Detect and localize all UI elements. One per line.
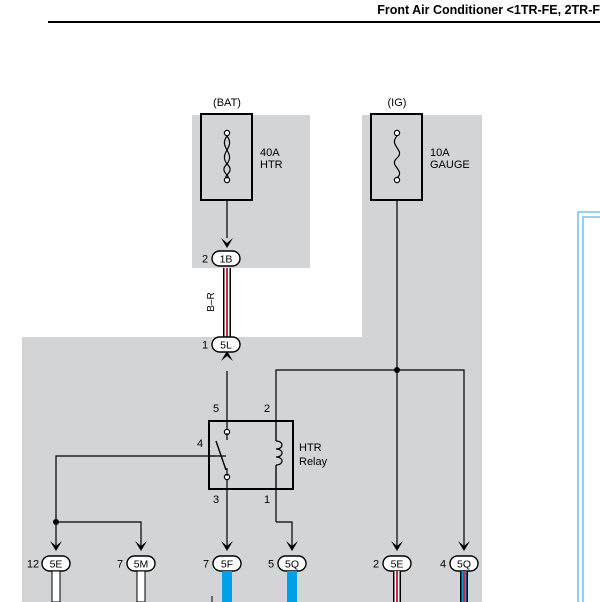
wire-b-r: B–R xyxy=(206,268,231,338)
connector-pin: 5 xyxy=(268,559,274,571)
connector-5f: 5F 7 xyxy=(203,555,242,572)
connector-pin: 4 xyxy=(440,559,446,571)
header-rule xyxy=(48,21,600,23)
relay-pin: 4 xyxy=(197,438,203,450)
connector-1b: 1B 2 xyxy=(202,250,241,267)
fuse-40a-htr: 40A HTR xyxy=(200,113,283,201)
fuse-name: HTR xyxy=(260,159,283,171)
harness-outline xyxy=(577,211,600,602)
page-title: Front Air Conditioner <1TR-FE, 2TR-F xyxy=(377,3,600,17)
connector-pin: 2 xyxy=(202,254,208,266)
fuse-name: GAUGE xyxy=(430,159,470,171)
fuse-amps: 10A xyxy=(430,147,450,159)
connector-code: 1B xyxy=(220,254,233,266)
htr-relay: HTR Relay 5 2 4 3 1 xyxy=(197,403,328,506)
wire-group xyxy=(55,200,465,548)
fuse-amps: 40A xyxy=(260,147,280,159)
junction-dot xyxy=(394,367,400,373)
connector-pin: 7 xyxy=(117,559,123,571)
connector-code: 5L xyxy=(220,340,232,352)
connector-code: 5F xyxy=(221,559,233,571)
relay-pin: 2 xyxy=(264,403,270,415)
connector-code: 5M xyxy=(134,559,149,571)
relay-pin: 1 xyxy=(264,494,270,506)
relay-label: HTR xyxy=(299,442,322,454)
connector-pin: 1 xyxy=(202,340,208,352)
connector-5e-left: 5E 12 xyxy=(27,555,71,572)
connector-pin: 2 xyxy=(373,559,379,571)
shaded-region-main xyxy=(22,115,482,602)
connector-code: 5E xyxy=(50,559,63,571)
ig-source-label: (IG) xyxy=(388,97,407,109)
junction-dot xyxy=(53,519,59,525)
bottom-wires xyxy=(51,570,468,602)
connector-pin: 7 xyxy=(203,559,209,571)
connector-pin: 12 xyxy=(27,559,39,571)
connector-5q-mid: 5Q 5 xyxy=(268,555,307,572)
bat-source-label: (BAT) xyxy=(213,97,241,109)
connector-code: 5E xyxy=(391,559,404,571)
connector-5l: 5L 1 xyxy=(202,336,241,353)
relay-pin: 3 xyxy=(213,494,219,506)
connector-5q-right: 5Q 4 xyxy=(440,555,479,572)
connector-5m: 5M 7 xyxy=(117,555,156,572)
relay-label: Relay xyxy=(299,456,328,468)
relay-pin: 5 xyxy=(213,403,219,415)
connector-5e-right: 5E 2 xyxy=(373,555,412,572)
connector-code: 5Q xyxy=(285,559,299,571)
wire-color-label: B–R xyxy=(206,292,217,311)
connector-code: 5Q xyxy=(457,559,471,571)
